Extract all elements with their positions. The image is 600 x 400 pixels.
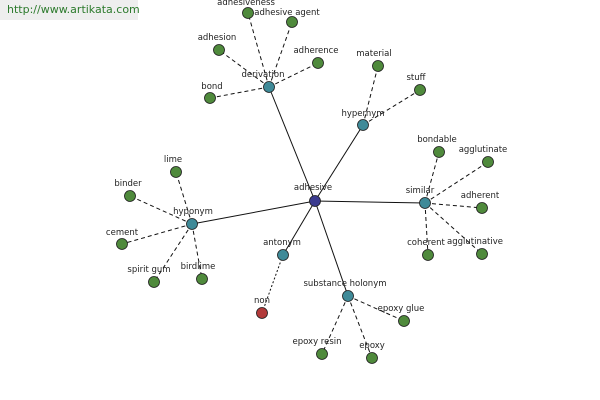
label-birdlime[interactable]: birdlime — [181, 262, 216, 272]
node-adhesiveness[interactable] — [242, 7, 254, 19]
edge-center-hyponym — [191, 200, 316, 225]
label-agglutinative[interactable]: agglutinative — [447, 237, 503, 247]
node-agglutinative[interactable] — [476, 248, 488, 260]
relation-node-hyponym[interactable] — [186, 218, 198, 230]
relation-node-derivation[interactable] — [263, 81, 275, 93]
node-material[interactable] — [372, 60, 384, 72]
relation-node-hypernym[interactable] — [357, 119, 369, 131]
label-adherence[interactable]: adherence — [293, 46, 338, 56]
edges-layer — [121, 12, 489, 359]
label-adherent[interactable]: adherent — [461, 191, 500, 201]
nodes-layer — [116, 7, 494, 364]
node-spirit-gum[interactable] — [148, 276, 160, 288]
label-epoxy-resin[interactable]: epoxy resin — [292, 337, 341, 347]
center-label[interactable]: adhesive — [294, 183, 332, 193]
edge-hyponym-spirit-gum — [153, 223, 193, 283]
relation-node-antonym[interactable] — [277, 249, 289, 261]
relation-label-antonym[interactable]: antonym — [263, 238, 301, 248]
node-epoxy-glue[interactable] — [398, 315, 410, 327]
node-agglutinate[interactable] — [482, 156, 494, 168]
edge-hypernym-stuff — [362, 89, 421, 126]
edge-hyponym-birdlime — [191, 223, 203, 280]
label-adhesion[interactable]: adhesion — [198, 33, 237, 43]
edge-center-similar — [314, 200, 426, 204]
relation-label-hypernym[interactable]: hypernym — [341, 109, 384, 119]
node-adherence[interactable] — [312, 57, 324, 69]
node-coherent[interactable] — [422, 249, 434, 261]
edge-center-hypernym — [314, 124, 364, 202]
edge-substance-holonym-epoxy-glue — [347, 295, 405, 322]
node-bondable[interactable] — [433, 146, 445, 158]
edge-similar-agglutinative — [424, 202, 483, 255]
edge-center-derivation — [268, 86, 316, 202]
label-bondable[interactable]: bondable — [417, 135, 457, 145]
node-bond[interactable] — [204, 92, 216, 104]
node-epoxy-resin[interactable] — [316, 348, 328, 360]
node-non[interactable] — [256, 307, 268, 319]
edge-hyponym-binder — [129, 195, 193, 225]
edge-derivation-bond — [209, 86, 270, 99]
edge-similar-agglutinate — [424, 161, 489, 204]
label-coherent[interactable]: coherent — [407, 238, 445, 248]
label-agglutinate[interactable]: agglutinate — [459, 145, 508, 155]
label-non[interactable]: non — [254, 296, 270, 306]
relation-label-substance-holonym[interactable]: substance holonym — [303, 279, 386, 289]
label-cement[interactable]: cement — [106, 228, 139, 238]
url-link[interactable]: http://www.artikata.com — [7, 3, 140, 16]
node-cement[interactable] — [116, 238, 128, 250]
label-epoxy-glue[interactable]: epoxy glue — [378, 304, 425, 314]
edge-hypernym-material — [362, 65, 379, 126]
label-bond[interactable]: bond — [201, 82, 222, 92]
edge-similar-coherent — [424, 202, 429, 256]
label-lime[interactable]: lime — [164, 155, 182, 165]
node-epoxy[interactable] — [366, 352, 378, 364]
label-adhesiveness[interactable]: adhesiveness — [217, 0, 275, 8]
relation-label-derivation[interactable]: derivation — [241, 70, 284, 80]
label-adhesive-agent[interactable]: adhesive agent — [254, 8, 320, 18]
url-banner[interactable]: http://www.artikata.com — [0, 0, 140, 20]
node-adhesive-agent[interactable] — [286, 16, 298, 28]
center-node-adhesive[interactable] — [309, 195, 321, 207]
edge-similar-adherent — [424, 202, 483, 209]
label-spirit-gum[interactable]: spirit gum — [127, 265, 170, 275]
node-stuff[interactable] — [414, 84, 426, 96]
edge-derivation-adherence — [268, 62, 319, 88]
relation-node-similar[interactable] — [419, 197, 431, 209]
node-lime[interactable] — [170, 166, 182, 178]
edge-derivation-adhesive-agent — [268, 21, 293, 88]
node-birdlime[interactable] — [196, 273, 208, 285]
edge-similar-bondable — [424, 151, 440, 204]
node-binder[interactable] — [124, 190, 136, 202]
relation-label-similar[interactable]: similar — [406, 186, 435, 196]
label-material[interactable]: material — [356, 49, 391, 59]
node-adherent[interactable] — [476, 202, 488, 214]
edge-derivation-adhesiveness — [247, 12, 270, 88]
edge-substance-holonym-epoxy-resin — [321, 295, 349, 355]
edge-hyponym-lime — [175, 171, 193, 225]
label-binder[interactable]: binder — [114, 179, 142, 189]
label-epoxy[interactable]: epoxy — [359, 341, 385, 351]
label-stuff[interactable]: stuff — [406, 73, 426, 83]
edge-hyponym-cement — [121, 223, 193, 245]
relation-node-substance-holonym[interactable] — [342, 290, 354, 302]
edge-center-substance-holonym — [314, 200, 349, 297]
node-adhesion[interactable] — [213, 44, 225, 56]
edge-derivation-adhesion — [218, 49, 270, 88]
edge-center-antonym — [282, 200, 316, 256]
relation-label-hyponym[interactable]: hyponym — [173, 207, 213, 217]
